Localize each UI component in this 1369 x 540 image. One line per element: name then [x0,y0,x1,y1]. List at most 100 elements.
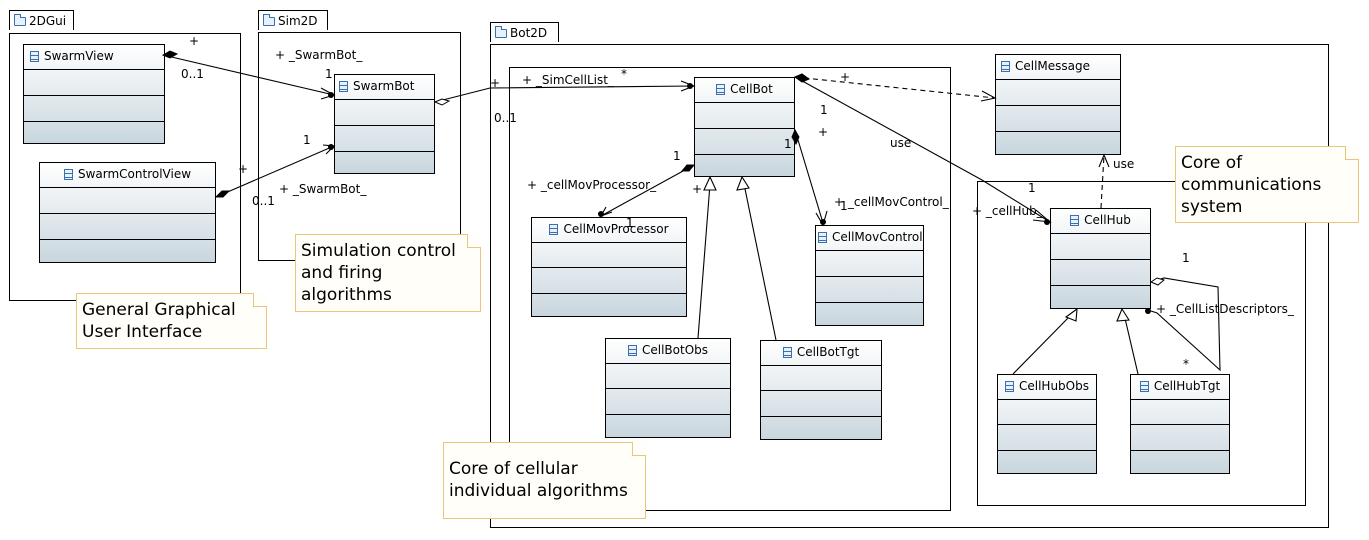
class-icon [339,81,348,92]
label-role: + _SwarmBot_ [279,182,367,196]
class-icon [782,347,792,358]
note-cellular[interactable]: Core of cellular individual algorithms [443,442,646,519]
note-line: Core of [1181,153,1243,173]
label-multiplicity: * [1183,357,1189,371]
label-multiplicity: 1 [626,216,634,230]
label-multiplicity: 1 [325,67,333,81]
label-multiplicity: 0..1 [494,111,517,125]
generalization-cellhubobs-cellhub[interactable] [1012,313,1073,375]
association-swarmbot-cellbot[interactable] [434,85,695,103]
dependency-cellhub-cellmessage[interactable] [1100,154,1105,209]
note-line: and firing [301,263,383,283]
label-multiplicity: 1 [840,199,848,213]
note-simulation[interactable]: Simulation control and firing algorithms [295,234,481,312]
label-plus: + [840,70,851,84]
arrowhead [320,87,336,100]
label-multiplicity: 0..1 [181,67,204,81]
generalization-cellhubtgt-cellhub[interactable] [1123,313,1139,375]
arrowhead [1098,153,1110,168]
class-icon [30,51,39,62]
label-multiplicity: 0..1 [252,194,275,208]
dependency-cellbot-cellmessage[interactable] [794,76,996,99]
class-icon [1139,381,1149,392]
package-name: Bot2D [510,26,548,40]
class-icon [1070,215,1080,226]
class-cell-hub-tgt[interactable]: CellHubTgt [1130,374,1230,474]
composition-diamond [214,190,231,198]
association-swarmview-swarmbot[interactable] [162,54,335,96]
class-name: CellBot [730,82,773,96]
note-line: Core of cellular [449,459,578,479]
arrowhead [680,80,696,92]
note-line: system [1181,197,1243,217]
generalization-cellbotobs-cellbot[interactable] [697,183,711,339]
note-gui[interactable]: General Graphical User Interface [76,293,267,349]
class-icon [818,232,827,243]
endpoint-dot [1145,308,1151,314]
class-name: SwarmView [44,49,114,63]
label-multiplicity: 1 [820,103,828,117]
association-cellbot-cellhub[interactable] [794,76,1051,223]
cellular-group-frame [509,67,951,511]
arrowhead [815,210,828,227]
class-name: CellBotTgt [796,345,860,359]
package-tab-sim2d[interactable]: Sim2D [258,10,328,30]
association-cellhub-cellhubtgt[interactable] [1150,277,1221,372]
association-cellbot-cellmovprocessor[interactable] [600,164,695,217]
association-swarmcontrolview-swarmbot[interactable] [215,145,335,198]
label-role: + _CellListDescriptors_ [1156,302,1294,316]
aggregation-diamond [433,98,451,106]
arrowhead [322,144,336,155]
package-icon [14,14,26,26]
label-multiplicity: 1 [673,149,681,163]
class-icon [1005,381,1014,392]
class-cell-mov-control[interactable]: CellMovControl [815,225,924,326]
class-cell-bot[interactable]: CellBot [694,77,795,177]
class-name: CellMessage [1015,59,1091,73]
generalization-cellbottgt-cellbot[interactable] [743,183,777,341]
label-multiplicity: 1 [1182,251,1190,265]
label-role: + _cellMovControl_ [834,195,949,209]
package-tab-2dgui[interactable]: 2DGui [9,10,74,30]
communications-group-frame [977,181,1306,506]
class-cell-mov-processor[interactable]: CellMovProcessor [531,217,687,317]
generalization-triangle [736,175,750,191]
class-name: CellHubTgt [1153,379,1221,393]
class-swarm-control-view[interactable]: SwarmControlView [39,162,216,263]
class-cell-hub[interactable]: CellHub [1050,208,1151,309]
label-multiplicity: 1 [784,137,792,151]
class-icon [716,84,726,95]
class-cell-message[interactable]: CellMessage [995,54,1121,155]
class-swarm-view[interactable]: SwarmView [23,44,165,144]
package-name: 2DGui [29,14,67,28]
package-name: Sim2D [278,14,318,28]
label-role: + _SimCellList_ [522,73,614,87]
label-role: + _SwarmBot_ [275,48,363,62]
association-cellbot-cellmovcontrol[interactable] [794,129,824,224]
class-swarm-bot[interactable]: SwarmBot [334,74,435,174]
class-cell-hub-obs[interactable]: CellHubObs [997,374,1097,474]
note-communications[interactable]: Core of communications system [1175,146,1359,223]
class-cell-bot-obs[interactable]: CellBotObs [605,338,731,438]
note-line: General Graphical [82,300,236,320]
package-tab-bot2d[interactable]: Bot2D [490,22,559,42]
generalization-triangle [703,175,717,191]
arrowhead [599,206,613,218]
class-name: CellMovControl [832,230,923,244]
label-plus: + [490,76,501,90]
generalization-triangle [1116,307,1130,322]
class-name: SwarmBot [353,79,415,93]
note-line: algorithms [301,285,392,305]
package-icon [263,14,275,26]
label-plus: + [692,182,703,196]
label-use: use [890,136,912,150]
arrowhead [980,90,997,102]
label-multiplicity: 1 [303,133,311,147]
composition-diamond [791,128,800,146]
note-line: individual algorithms [449,481,628,501]
note-line: communications [1181,175,1322,195]
arrowhead [1032,209,1052,223]
class-cell-bot-tgt[interactable]: CellBotTgt [760,340,882,440]
label-plus: + [818,125,829,139]
composition-diamond [793,73,811,83]
